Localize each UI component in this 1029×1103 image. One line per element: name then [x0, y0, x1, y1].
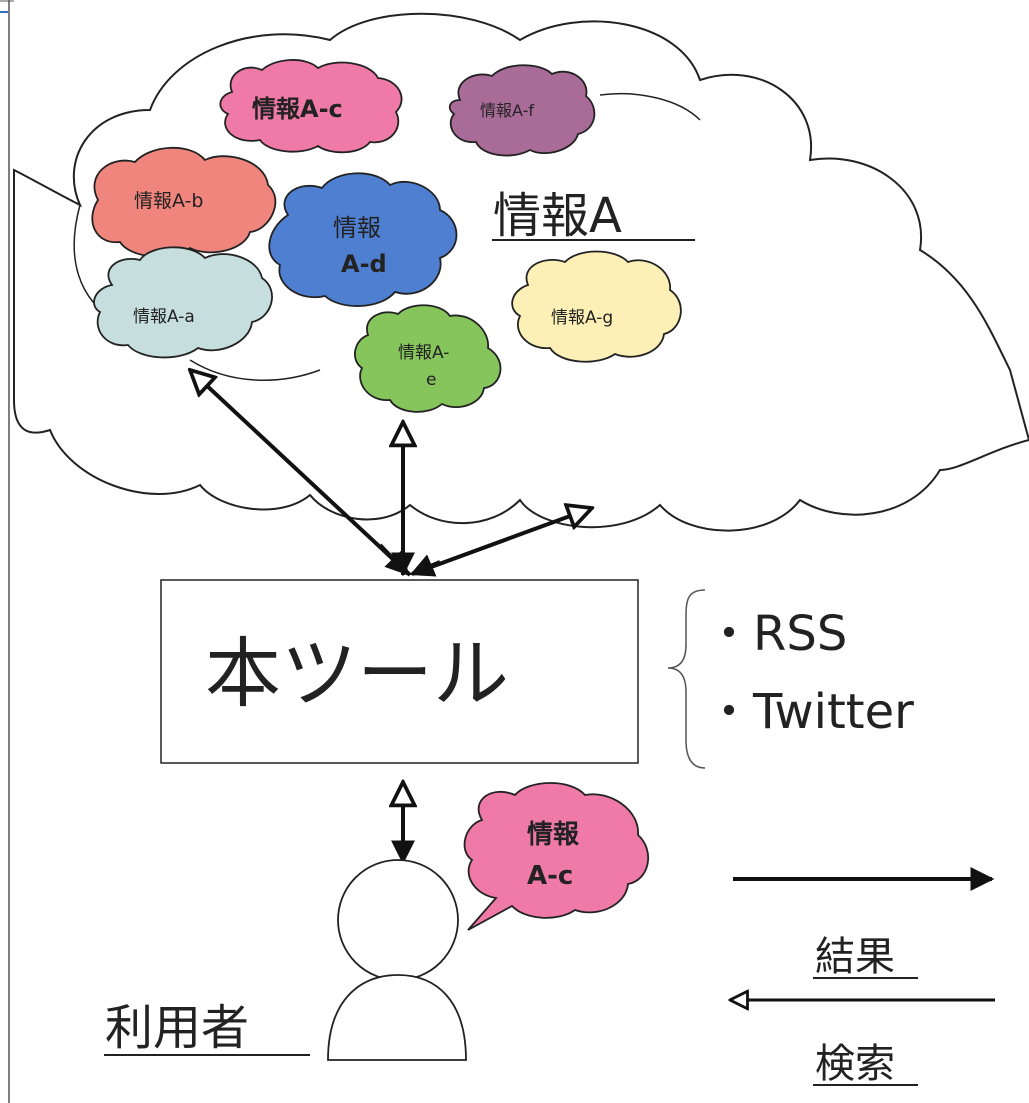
arrow-tool-to-right [411, 508, 592, 576]
user-speech-bubble-line1: 情報 [527, 820, 580, 850]
cloud-a-g-label: 情報A-g [551, 308, 613, 328]
cloud-a-a: 情報A-a [93, 246, 273, 359]
user-speech-bubble-shape [463, 782, 649, 931]
cloud-a-c-label: 情報A-c [252, 95, 343, 123]
legend-search-label: 検索 [815, 1041, 895, 1087]
cloud-a-d: 情報 A-d [268, 172, 458, 307]
cloud-a-f-label: 情報A-f [480, 101, 534, 120]
tool-box [160, 579, 639, 764]
arrow-tool-to-a-a [190, 370, 412, 577]
legend-result-label: 結果 [815, 934, 895, 980]
cloud-a-f: 情報A-f [448, 64, 596, 157]
cloud-a-e-label-line2: e [426, 370, 436, 390]
user-label: 利用者 [105, 1000, 249, 1056]
main-cloud-title: 情報A [493, 188, 622, 244]
user-speech-bubble: 情報 A-c [463, 782, 649, 931]
cloud-a-e-shape [354, 304, 502, 413]
cloud-a-e-label-line1: 情報A- [398, 343, 449, 363]
cloud-a-b: 情報A-b [91, 146, 277, 258]
cloud-a-b-label: 情報A-b [134, 190, 204, 212]
cloud-a-b-shape [91, 146, 277, 258]
cloud-a-f-shape [448, 64, 596, 157]
cloud-a-d-label-line2: A-d [341, 250, 387, 278]
cloud-a-g: 情報A-g [511, 250, 682, 363]
cloud-a-a-label: 情報A-a [133, 307, 195, 327]
main-cloud-inner-arc-3 [599, 92, 701, 121]
cloud-a-e: 情報A- e [354, 304, 502, 413]
user-speech-bubble-line2: A-c [527, 861, 573, 891]
cloud-a-d-label-line1: 情報 [333, 214, 381, 242]
tool-label: 本ツール [205, 629, 509, 718]
cloud-a-c-shape [219, 59, 403, 154]
user-head [337, 859, 459, 981]
user-body [327, 974, 467, 1061]
cloud-a-d-shape [268, 172, 458, 307]
cloud-a-c: 情報A-c [219, 59, 403, 154]
cloud-a-g-shape [511, 250, 682, 363]
source-rss: ・RSS [705, 606, 847, 662]
source-twitter: ・Twitter [705, 684, 914, 740]
arrow-right-to-tool [409, 554, 441, 577]
cloud-a-a-shape [93, 246, 273, 359]
sources-brace [667, 589, 706, 769]
